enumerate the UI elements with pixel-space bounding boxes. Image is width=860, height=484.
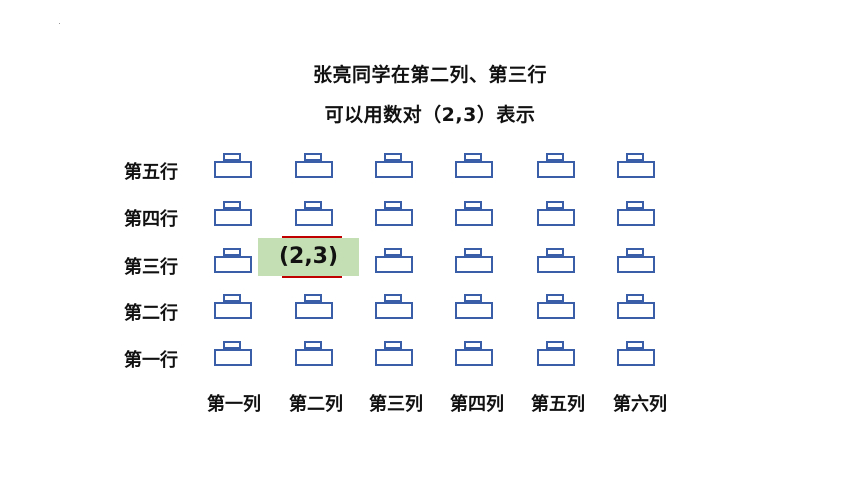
col-label-5: 第五列 <box>531 394 585 415</box>
desk-icon <box>375 248 413 274</box>
desk-icon <box>617 153 655 179</box>
col-label-1: 第一列 <box>207 394 261 415</box>
col-label-4: 第四列 <box>450 394 504 415</box>
desk-icon <box>295 341 333 367</box>
desk-icon <box>214 341 252 367</box>
col-label-2: 第二列 <box>289 394 343 415</box>
highlight-top-mark <box>282 236 342 238</box>
desk-icon <box>214 294 252 320</box>
row-label-1: 第一行 <box>124 350 178 371</box>
col-label-3: 第三列 <box>369 394 423 415</box>
desk-icon <box>455 341 493 367</box>
title-line-1: 张亮同学在第二列、第三行 <box>312 64 547 86</box>
desk-icon <box>375 341 413 367</box>
desk-icon <box>295 294 333 320</box>
speck-dot <box>59 23 60 24</box>
desk-icon <box>537 153 575 179</box>
desk-icon <box>537 341 575 367</box>
desk-icon <box>375 153 413 179</box>
row-label-2: 第二行 <box>124 303 178 324</box>
row-label-4: 第四行 <box>124 209 178 230</box>
desk-icon <box>214 153 252 179</box>
desk-icon <box>375 201 413 227</box>
highlight-cell <box>258 238 359 276</box>
desk-icon <box>537 248 575 274</box>
row-label-3: 第三行 <box>124 257 178 278</box>
desk-icon <box>214 248 252 274</box>
desk-icon <box>455 201 493 227</box>
desk-icon <box>617 201 655 227</box>
desk-icon <box>537 201 575 227</box>
col-label-6: 第六列 <box>613 394 667 415</box>
highlight-bottom-mark <box>282 276 342 278</box>
desk-icon <box>455 248 493 274</box>
highlight-label: (2,3) <box>278 244 339 269</box>
desk-icon <box>214 201 252 227</box>
row-label-5: 第五行 <box>124 162 178 183</box>
desk-icon <box>375 294 413 320</box>
desk-icon <box>455 294 493 320</box>
desk-icon <box>295 153 333 179</box>
desk-icon <box>617 341 655 367</box>
desk-icon <box>455 153 493 179</box>
desk-icon <box>617 294 655 320</box>
title-line-2: 可以用数对（2,3）表示 <box>324 104 536 126</box>
desk-icon <box>295 201 333 227</box>
desk-icon <box>617 248 655 274</box>
desk-icon <box>537 294 575 320</box>
